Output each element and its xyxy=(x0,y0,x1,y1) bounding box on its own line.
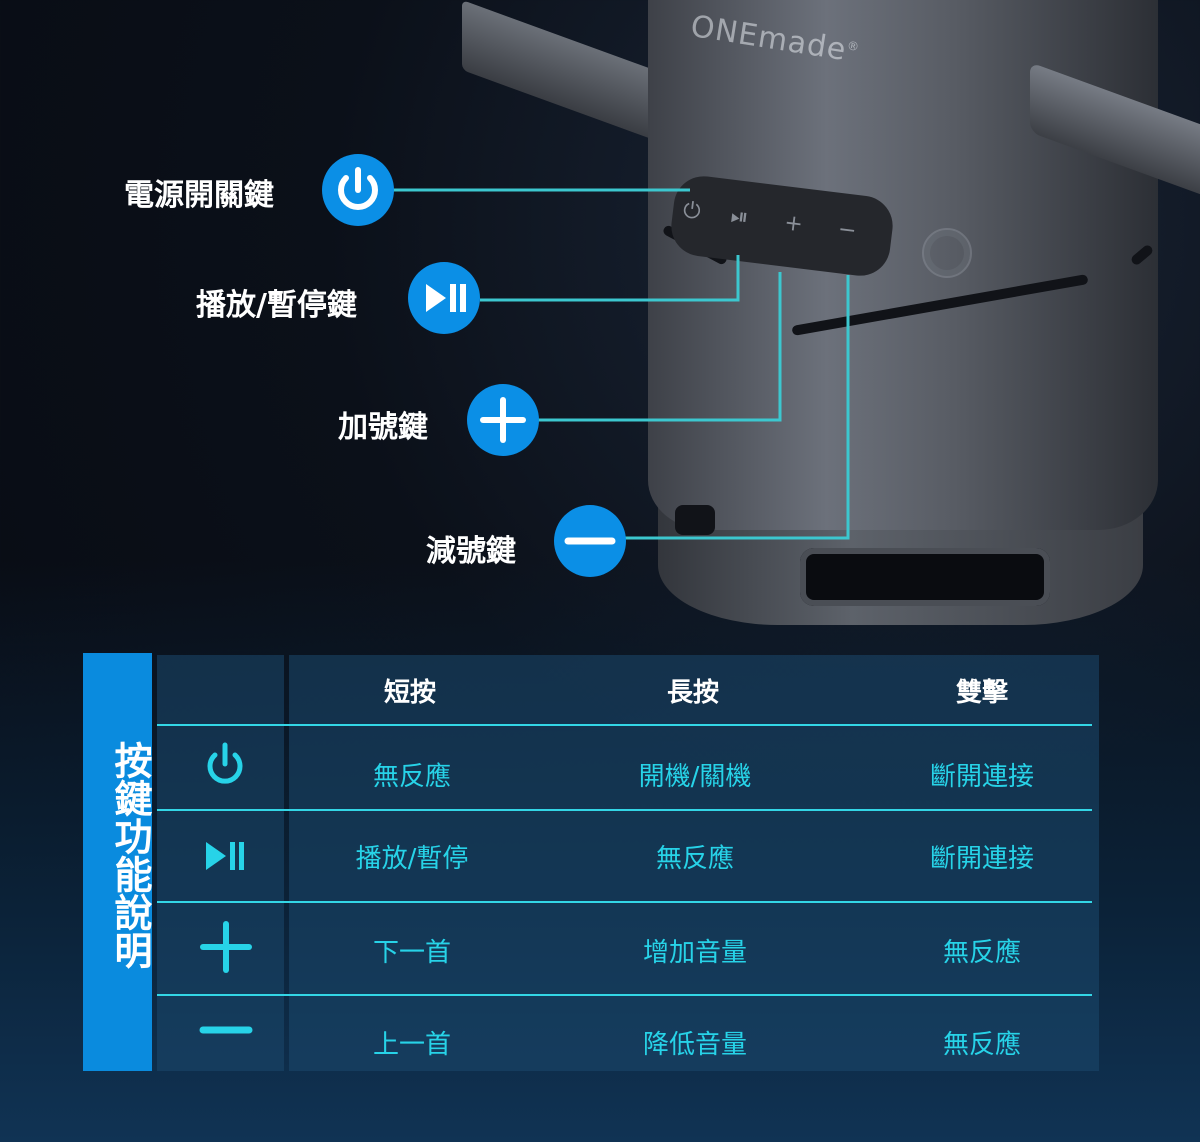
callout-label-minus: 減號鍵 xyxy=(426,534,516,569)
table-side-title: 按鍵功能說明 xyxy=(83,653,152,1071)
header-double-click: 雙擊 xyxy=(955,678,1008,708)
base-slot xyxy=(800,548,1050,606)
play-pause-icon xyxy=(200,836,250,880)
minus-icon xyxy=(199,1020,253,1044)
row-divider xyxy=(157,809,1092,811)
table-cell: 斷開連接 xyxy=(929,844,1034,874)
table-cell: 降低音量 xyxy=(642,1030,747,1060)
header-short-press: 短按 xyxy=(383,678,436,708)
table-cell: 播放/暫停 xyxy=(355,844,469,874)
plus-icon xyxy=(467,384,539,456)
grille-slot xyxy=(675,505,715,535)
play-pause-icon xyxy=(408,262,480,334)
power-icon xyxy=(322,154,394,226)
row-divider xyxy=(157,994,1092,996)
fingerprint-icon xyxy=(922,228,972,278)
plus-icon xyxy=(199,920,253,978)
callout-label-play-pause: 播放/暫停鍵 xyxy=(196,288,357,323)
speaker-product-image: ONEmade® ⏻ ⏯ + − xyxy=(462,0,1200,625)
table-cell: 無反應 xyxy=(942,938,1021,968)
row-divider xyxy=(157,724,1092,726)
table-cell: 無反應 xyxy=(655,844,734,874)
side-title-text: 按鍵功能說明 xyxy=(108,741,152,969)
table-cell: 開機/關機 xyxy=(638,762,752,792)
table-cell: 增加音量 xyxy=(642,938,747,968)
minus-icon xyxy=(554,505,626,577)
power-icon xyxy=(200,740,250,794)
callout-label-power: 電源開關鍵 xyxy=(124,178,274,213)
table-cell: 無反應 xyxy=(942,1030,1021,1060)
connector-lines xyxy=(392,188,850,540)
header-long-press: 長按 xyxy=(666,678,719,708)
row-divider xyxy=(157,901,1092,903)
table-cell: 上一首 xyxy=(372,1030,451,1060)
callout-label-plus: 加號鍵 xyxy=(338,410,428,445)
table-cell: 下一首 xyxy=(372,938,451,968)
table-cell: 斷開連接 xyxy=(929,762,1034,792)
table-cell: 無反應 xyxy=(372,762,451,792)
